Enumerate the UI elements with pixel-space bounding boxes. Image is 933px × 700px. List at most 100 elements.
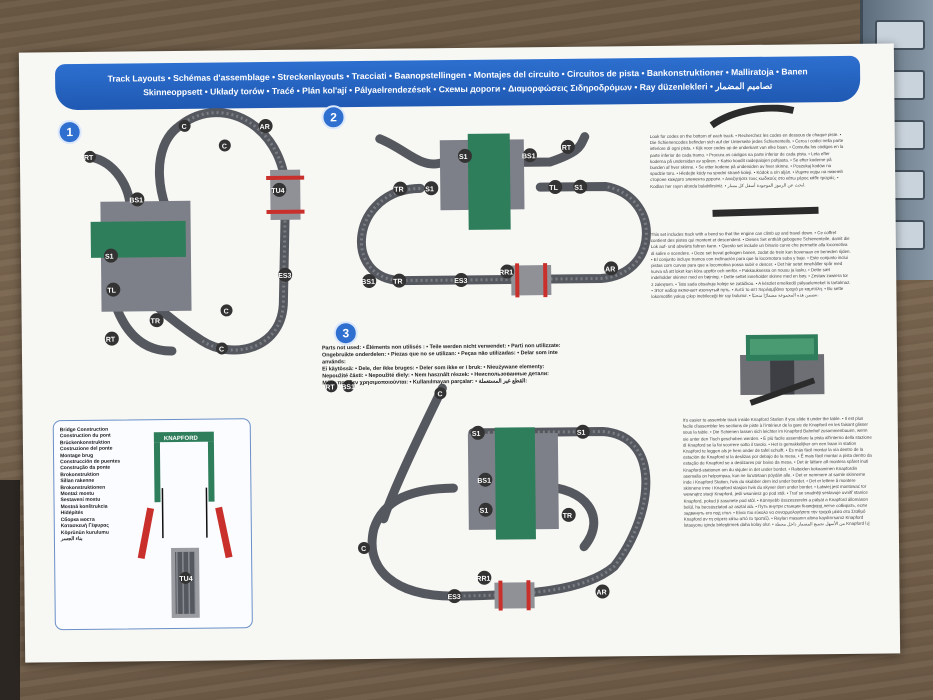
code-tag-label: RR1 — [499, 269, 513, 276]
code-tag-label: S1 — [574, 185, 583, 192]
code-tag-label: S1 — [425, 186, 434, 193]
code-tag — [457, 148, 472, 163]
code-tag — [104, 331, 119, 346]
code-tag-label: S1 — [472, 431, 481, 438]
bridge-line: بناء الجسر — [60, 535, 83, 543]
code-tag — [149, 313, 164, 328]
crossing-gate — [543, 263, 548, 298]
code-tag — [573, 179, 588, 194]
code-tag-label: RT — [562, 145, 572, 152]
code-tag-label: BS1 — [522, 153, 536, 160]
code-tag-label: AR — [260, 124, 270, 131]
code-tag-label: BS1 — [129, 197, 143, 204]
unused-code-label: RT — [325, 384, 335, 391]
crossing-deck — [511, 265, 552, 296]
code-tag-label: S1 — [105, 254, 114, 261]
station-roof — [467, 133, 511, 230]
code-tag-label: RT — [106, 337, 116, 344]
code-tag — [500, 264, 515, 279]
toy-window — [875, 20, 925, 50]
code-tag-label: ES3 — [448, 594, 461, 601]
code-tag — [130, 192, 145, 207]
code-tag — [393, 181, 408, 196]
bridge-assembly-diagram: KNAPFORD TU4 — [137, 431, 233, 619]
code-tag — [478, 472, 493, 487]
code-tag-label: S1 — [459, 154, 468, 161]
code-tag-label: AR — [596, 589, 606, 596]
parts-not-used: Parts not used: • Éléments non utilisés … — [322, 343, 562, 388]
sample-curved-track — [709, 104, 795, 129]
code-tag-label: C — [437, 391, 442, 398]
code-tag-label: C — [361, 546, 366, 553]
code-tag — [470, 425, 485, 440]
code-tag-label: TU4 — [271, 188, 284, 195]
code-tag — [362, 273, 377, 288]
code-tag-label: TL — [549, 185, 558, 192]
code-tag-label: TR — [151, 318, 160, 325]
crossing-gate — [515, 263, 520, 298]
code-tag — [604, 261, 619, 276]
code-tag-label: C — [219, 346, 224, 353]
code-tag-label: ES3 — [454, 278, 467, 285]
code-tag — [595, 584, 610, 599]
code-tag — [575, 424, 590, 439]
knapford-station-model — [740, 334, 825, 406]
code-tag — [106, 282, 121, 297]
code-tag — [548, 179, 563, 194]
code-tag-label: RT — [84, 155, 94, 162]
crossing-gate — [498, 580, 503, 611]
code-tag-label: TU4 — [179, 576, 192, 583]
code-tag-label: TR — [563, 513, 572, 520]
code-tag-label: TR — [393, 279, 402, 286]
code-tag — [424, 181, 439, 196]
unused-code-tag — [342, 380, 355, 393]
code-tag-label: C — [182, 124, 187, 131]
code-tag-label: TR — [394, 187, 403, 194]
code-tag — [278, 267, 293, 282]
code-tag-label: C — [222, 143, 227, 150]
code-tag — [220, 304, 233, 317]
track-code-tags: RT C C AR TU4 ES3 C C TL RT TR S1 BS1 S1… — [83, 119, 619, 604]
station-roof — [90, 220, 186, 258]
code-tag — [358, 542, 371, 555]
crossing-deck — [494, 582, 535, 609]
bridge-tip-note: It's easier to assemble track inside Kna… — [682, 415, 872, 530]
code-tag — [447, 589, 462, 604]
code-tag-label: RR1 — [476, 576, 490, 583]
code-tag — [454, 272, 469, 287]
crossing-deck — [270, 169, 301, 220]
bridge-construction-panel: Bridge Construction Construction du pont… — [52, 418, 253, 631]
bridge-languages: Bridge Construction Construction du pont… — [60, 427, 121, 543]
code-tag — [258, 119, 273, 134]
track-codes-note: Look for codes on the bottom of each tra… — [649, 131, 844, 189]
code-tag-label: S1 — [577, 430, 586, 437]
code-tag — [434, 387, 447, 400]
climb-note: This set includes track with a bend so t… — [650, 230, 851, 300]
crossing-gate — [266, 209, 305, 215]
code-tag — [178, 119, 191, 132]
code-tag — [392, 273, 407, 288]
bridge-line: Costruzione del ponte — [59, 445, 113, 453]
code-tag-label: S1 — [480, 508, 489, 515]
code-tag — [477, 570, 492, 585]
track-layout-diagrams: RT C C AR TU4 ES3 C C TL RT TR S1 BS1 S1… — [83, 108, 651, 611]
code-tag — [218, 139, 231, 152]
code-tag — [103, 248, 118, 263]
table-edge-shadow — [0, 480, 20, 700]
crossing-gate — [266, 175, 305, 181]
unused-code-tag — [325, 380, 338, 393]
sample-straight-track — [712, 206, 819, 217]
code-tag — [561, 507, 576, 522]
crossing-gate — [526, 580, 531, 611]
code-tag-label: C — [224, 308, 229, 315]
code-tag — [272, 182, 287, 197]
code-tag — [478, 502, 493, 517]
instruction-sheet: Track Layouts • Schémas d'assemblage • S… — [18, 43, 901, 663]
code-tag-label: BS1 — [477, 478, 491, 485]
code-tag — [560, 139, 575, 154]
code-tag — [83, 150, 96, 163]
unused-code-label: BS1 — [341, 384, 355, 391]
code-tag-label: BS1 — [361, 279, 375, 286]
code-tag — [522, 148, 537, 163]
code-tag-label: ES3 — [278, 273, 291, 280]
